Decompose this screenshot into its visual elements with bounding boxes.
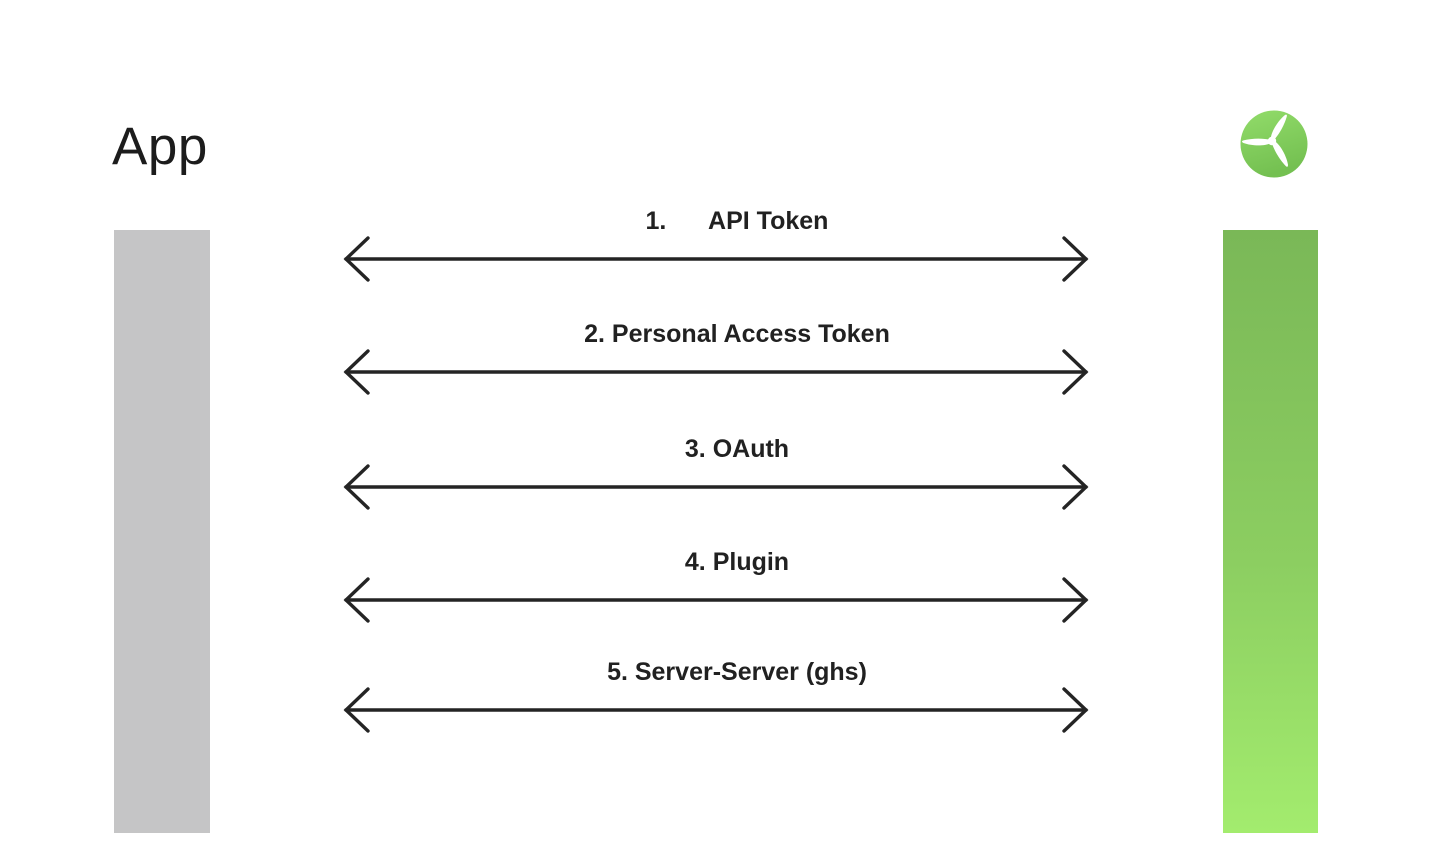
double-arrow-icon xyxy=(343,236,1089,282)
double-arrow-icon xyxy=(343,349,1089,395)
connection-label: 2. Personal Access Token xyxy=(584,320,890,348)
double-arrow-icon xyxy=(343,577,1089,623)
double-arrow-icon xyxy=(343,464,1089,510)
connection-label: 3. OAuth xyxy=(684,435,790,463)
service-logo xyxy=(1239,109,1309,179)
service-lifeline-bar xyxy=(1223,230,1318,833)
propeller-icon xyxy=(1240,110,1308,178)
double-arrow-icon xyxy=(343,687,1089,733)
connection-label: 4. Plugin xyxy=(684,548,790,576)
connection-label: 5. Server-Server (ghs) xyxy=(607,658,867,686)
app-title: App xyxy=(112,117,208,176)
connection-label: 1. API Token xyxy=(645,207,829,235)
app-lifeline-bar xyxy=(114,230,210,833)
